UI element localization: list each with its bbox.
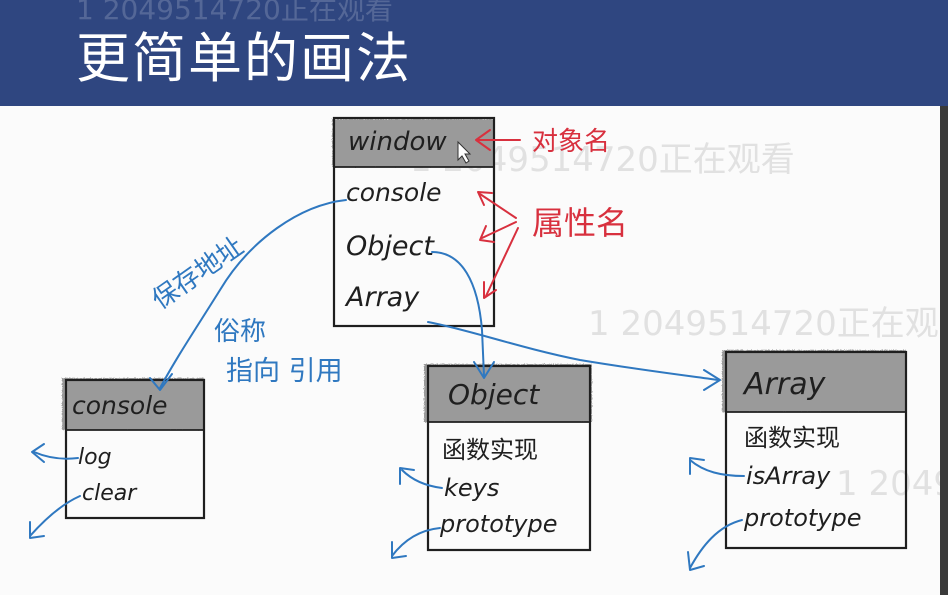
clear-arrow xyxy=(29,495,81,537)
console-prop-clear: clear xyxy=(82,481,138,506)
console-reference-arrow xyxy=(159,199,347,389)
property-name-arrowhead-3 xyxy=(483,281,497,299)
object-prototype-arrowhead xyxy=(391,541,407,559)
object-prop-functions: 函数实现 xyxy=(442,436,538,464)
mouse-cursor-icon xyxy=(457,140,472,164)
array-box: Array 函数实现 isArray prototype xyxy=(722,350,908,550)
object-prototype-arrow xyxy=(391,527,441,557)
console-reference-arrowhead xyxy=(149,373,173,391)
keys-arrowhead xyxy=(399,467,415,485)
keys-arrow xyxy=(401,469,443,489)
watermark-top: 1 2049514720正在观看 xyxy=(76,0,393,26)
object-box-header-fill xyxy=(424,364,592,422)
window-prop-object: Object xyxy=(346,231,435,262)
array-prototype-arrow xyxy=(689,519,743,569)
property-name-arrow-3 xyxy=(485,227,519,297)
array-prop-isarray: isArray xyxy=(746,462,831,490)
property-name-arrow-2 xyxy=(481,221,517,239)
array-box-border xyxy=(724,350,908,550)
object-reference-arrowhead xyxy=(473,361,495,379)
window-prop-console: console xyxy=(346,178,442,207)
array-box-header-fill xyxy=(722,350,906,412)
window-prop-array: Array xyxy=(344,282,420,313)
isarray-arrow xyxy=(689,459,745,477)
reference-arrows xyxy=(29,199,745,571)
window-edge xyxy=(940,106,948,595)
log-arrow xyxy=(33,451,79,460)
property-name-arrowhead-2 xyxy=(479,225,495,243)
object-box: Object 函数实现 keys prototype xyxy=(424,364,592,552)
clear-arrowhead xyxy=(29,521,45,539)
console-box: console log clear xyxy=(62,378,206,520)
console-prop-log: log xyxy=(78,445,112,470)
property-name-arrow-1 xyxy=(479,193,517,219)
label-arrows xyxy=(475,129,521,299)
viewer-watermark: 1 2049514720正在观看 xyxy=(588,304,948,344)
window-box-header: window xyxy=(348,127,447,157)
object-reference-arrow xyxy=(431,251,485,377)
object-name-arrowhead xyxy=(475,129,491,151)
window-box: window console Object Array xyxy=(332,116,496,328)
console-box-header-fill xyxy=(62,378,204,430)
reference-annotation: 指向 引用 xyxy=(226,356,343,387)
save-address-annotation: 保存地址 xyxy=(147,231,249,315)
alias-annotation: 俗称 xyxy=(214,317,266,347)
console-box-border xyxy=(64,378,206,520)
object-box-border xyxy=(426,364,592,552)
slide-title: 更简单的画法 xyxy=(76,27,412,90)
array-box-header: Array xyxy=(742,367,827,402)
array-prop-functions: 函数实现 xyxy=(744,424,840,452)
object-prop-prototype: prototype xyxy=(439,510,558,538)
array-reference-arrow xyxy=(427,321,719,381)
property-name-arrowhead-1 xyxy=(477,191,493,206)
object-name-label: 对象名 xyxy=(532,127,610,157)
object-prop-keys: keys xyxy=(444,474,499,502)
isarray-arrowhead xyxy=(689,457,705,475)
object-diagram: window console Object Array console log … xyxy=(29,116,908,571)
property-name-label: 属性名 xyxy=(532,204,628,242)
viewer-watermark: 1 2049514720正在观看 xyxy=(836,464,948,504)
array-prototype-arrowhead xyxy=(687,551,705,571)
object-box-header: Object xyxy=(448,378,540,411)
array-prop-prototype: prototype xyxy=(743,504,862,532)
array-reference-arrowhead xyxy=(703,369,721,391)
console-box-header: console xyxy=(72,391,168,420)
title-bar: 1 2049514720正在观看 更简单的画法 xyxy=(0,0,948,106)
window-box-border xyxy=(332,116,496,328)
log-arrowhead xyxy=(31,443,45,463)
